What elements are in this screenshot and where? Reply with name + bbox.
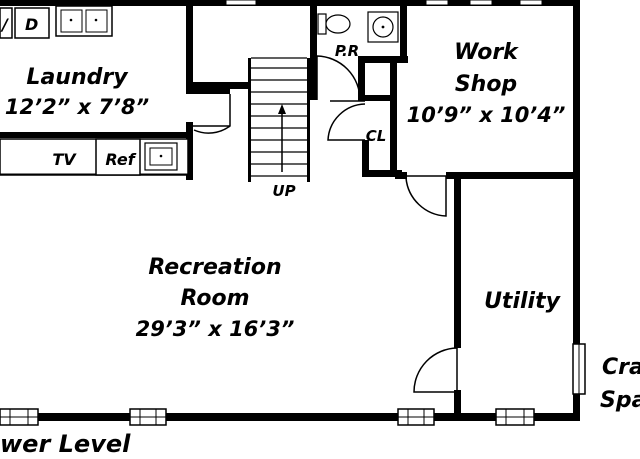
closet-label: CL — [366, 127, 387, 145]
dryer-icon — [0, 7, 13, 39]
wall-pr-top — [310, 0, 410, 6]
wall-closet-top — [358, 95, 396, 101]
recreation-name-line1: Recreation — [148, 255, 281, 280]
window-bottom-utility — [495, 408, 535, 426]
laundry-sink-icon — [55, 5, 113, 37]
workshop-door-swing — [405, 175, 447, 217]
window-bottom-center — [129, 408, 167, 426]
workshop-dims: 10’9” x 10’4” — [407, 103, 566, 127]
wall-stair-right — [307, 58, 310, 182]
wall-hall-bottom — [186, 82, 250, 89]
laundry-room-dims: 12’2” x 7’8” — [5, 95, 149, 119]
wall-laundry-door-jamb — [186, 88, 230, 94]
utility-door-swing — [413, 347, 458, 393]
window-top-workshop — [425, 0, 543, 6]
recreation-dims: 29’3” x 16’3” — [136, 317, 295, 341]
wall-closet-bottom — [362, 170, 402, 177]
fridge-label: Ref — [105, 150, 136, 169]
wall-laundry-right-lower — [186, 122, 193, 180]
washbasin-icon — [367, 11, 399, 43]
laundry-room-name: Laundry — [26, 65, 129, 90]
closet-door-swing — [327, 100, 366, 141]
recreation-name-line2: Room — [181, 286, 250, 311]
window-bottom-right — [397, 408, 435, 426]
refrigerator-icon — [95, 138, 141, 176]
wall-workshop-bottom-left — [395, 172, 407, 179]
washer-icon — [14, 7, 50, 39]
pr-door-swing — [316, 55, 361, 101]
utility-room-name: Utility — [484, 289, 562, 314]
wall-pr-right — [400, 0, 407, 56]
bar-sink-icon — [144, 142, 178, 171]
tv-label: TV — [52, 150, 77, 169]
window-bottom-left — [0, 408, 39, 426]
wall-top-left — [0, 0, 192, 6]
window-top-hall — [225, 0, 257, 6]
crawl-space-line1: Cra — [602, 355, 640, 380]
wall-stair-left — [248, 58, 251, 182]
washer-label: D — [25, 15, 38, 34]
wall-utility-left-low — [454, 390, 461, 420]
staircase — [251, 57, 307, 177]
stairs-up-arrow-icon — [278, 104, 286, 172]
toilet-icon — [317, 13, 351, 35]
wall-closet-right — [390, 56, 397, 176]
wall-laundry-right — [186, 0, 193, 88]
wall-bottom — [0, 413, 580, 421]
workshop-name-line2: Shop — [455, 72, 517, 97]
wall-pr-left — [310, 0, 317, 100]
laundry-door-swing — [190, 94, 231, 134]
wall-workshop-right — [573, 0, 580, 420]
wall-closet-left-lower — [362, 140, 369, 176]
floor-level-title: wer Level — [0, 430, 131, 458]
wall-workshop-bottom — [446, 172, 580, 179]
wall-closet-left — [358, 56, 365, 98]
crawl-space-line2: Spa — [600, 388, 640, 413]
crawl-space-door — [572, 343, 586, 395]
wall-pr-bottom — [358, 56, 408, 63]
workshop-name-line1: Work — [454, 40, 519, 65]
stairs-up-label: UP — [272, 182, 295, 200]
powder-room-label: P.R — [335, 42, 359, 60]
wall-utility-left — [454, 172, 461, 348]
wall-laundry-bottom — [0, 132, 188, 138]
dryer-label: / — [0, 15, 9, 34]
